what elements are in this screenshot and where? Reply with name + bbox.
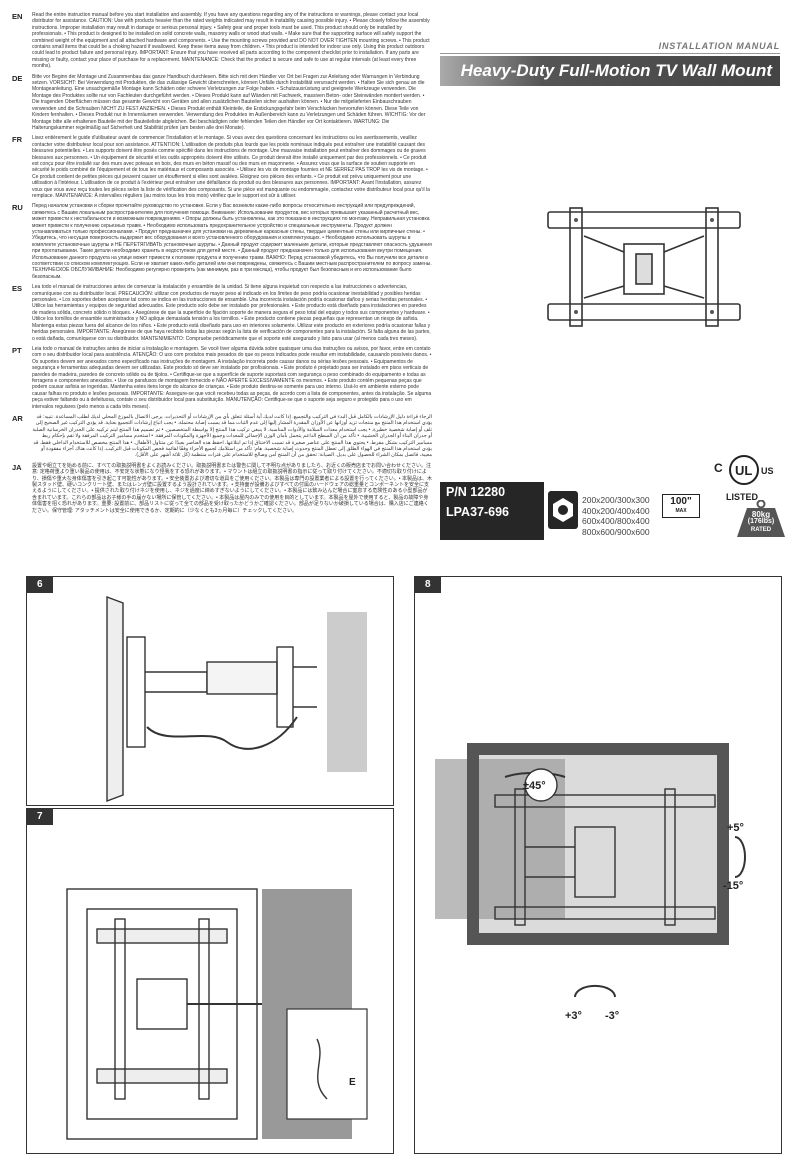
vesa-line: 200x200/300x300 bbox=[582, 495, 650, 505]
vesa-list: 200x200/300x300 400x200/400x400 600x400/… bbox=[582, 495, 658, 537]
part-number: P/N 12280 bbox=[446, 485, 506, 499]
max-label: MAX bbox=[675, 508, 687, 514]
lang-text: Bitte vor Beginn der Montage und Zusamme… bbox=[32, 73, 426, 131]
model-number: LPA37-696 bbox=[446, 505, 509, 519]
install-header: INSTALLATION MANUAL bbox=[440, 36, 780, 54]
level-plus-label: +3° bbox=[565, 1010, 582, 1022]
weight-rated: RATED bbox=[750, 527, 772, 533]
max-screen-size: 100" MAX bbox=[662, 494, 700, 518]
level-minus-label: -3° bbox=[605, 1010, 619, 1022]
install-label: INSTALLATION MANUAL bbox=[440, 41, 780, 54]
weight-icon bbox=[737, 500, 785, 537]
step-number: 8 bbox=[415, 577, 441, 593]
step-number: 6 bbox=[27, 577, 53, 593]
ul-listed-mark: C UL US LISTED bbox=[714, 455, 774, 502]
lang-code: AR bbox=[12, 413, 23, 423]
product-title: Heavy-Duty Full-Motion TV Wall Mount bbox=[440, 56, 780, 86]
lang-block-es: ES Lea todo el manual de instrucciones an… bbox=[12, 284, 432, 342]
rotate-label: ±45° bbox=[523, 780, 546, 792]
step-7-panel: 7 E bbox=[26, 808, 394, 1154]
lang-block-ja: JA 設置や組立てを始める前に、すべての取扱説明書をよくお読みください。取扱説明書… bbox=[12, 463, 432, 514]
vesa-pattern-icon bbox=[548, 491, 578, 529]
lang-text: Read the entire instruction manual befor… bbox=[32, 12, 430, 70]
warnings-column: EN Read the entire instruction manual bef… bbox=[12, 12, 432, 820]
lang-text: Lea todo el manual de instrucciones ante… bbox=[32, 284, 431, 342]
vesa-line: 600x400/800x400 bbox=[582, 516, 650, 526]
callout-e: E bbox=[349, 1077, 356, 1088]
max-size-value: 100" bbox=[670, 496, 692, 507]
lang-code: PT bbox=[12, 345, 22, 355]
step-8-panel: 8 ±45° +5° -15° +3° -3° bbox=[414, 576, 782, 1154]
lang-code: JA bbox=[12, 462, 22, 472]
lang-code: DE bbox=[12, 73, 23, 83]
lang-code: FR bbox=[12, 135, 22, 145]
ul-mark-text: UL bbox=[735, 463, 752, 478]
weight-rating: 80kg (176lbs) RATED bbox=[735, 500, 787, 538]
step-6-illustration bbox=[106, 595, 367, 803]
lang-code: EN bbox=[12, 12, 23, 21]
step-7-illustration: E bbox=[66, 888, 368, 1140]
lang-code: ES bbox=[12, 284, 23, 294]
step-8-illustration: ±45° +5° -15° +3° -3° bbox=[435, 743, 746, 1022]
weight-lbs: (176lbs) bbox=[747, 518, 775, 525]
ul-us-text: US bbox=[761, 466, 774, 476]
lang-block-en: EN Read the entire instruction manual bef… bbox=[12, 12, 432, 70]
lang-text: 設置や組立てを始める前に、すべての取扱説明書をよくお読みください。取扱説明書また… bbox=[32, 462, 432, 514]
ul-c-text: C bbox=[714, 461, 723, 475]
lang-text: Перед началом установки и сборки прочита… bbox=[32, 203, 432, 280]
lang-block-ar: AR الرجاء قراءة دليل الإرشادات بالكامل قب… bbox=[12, 414, 432, 459]
lang-text: الرجاء قراءة دليل الإرشادات بالكامل قبل … bbox=[32, 413, 432, 459]
step-number: 7 bbox=[27, 809, 53, 825]
lang-block-ru: RU Перед началом установки и сборки прочи… bbox=[12, 203, 432, 280]
lang-block-fr: FR Lisez entièrement le guide d'utilisate… bbox=[12, 135, 432, 199]
lang-text: Leia todo o manual de instruções antes d… bbox=[32, 345, 432, 410]
part-number-box: P/N 12280 LPA37-696 bbox=[440, 482, 544, 540]
vesa-line: 400x200/400x400 bbox=[582, 505, 650, 516]
lang-block-pt: PT Leia todo o manual de instruções antes… bbox=[12, 346, 432, 410]
wall-mount-illustration bbox=[547, 207, 741, 327]
weight-kg: 80kg bbox=[751, 510, 771, 519]
vesa-line: 800x600/900x600 bbox=[582, 526, 650, 537]
tilt-minus-label: -15° bbox=[723, 880, 743, 892]
ul-listed-text: LISTED bbox=[726, 492, 759, 502]
lang-code: RU bbox=[12, 203, 23, 213]
tilt-plus-label: +5° bbox=[727, 822, 744, 834]
lang-block-de: DE Bitte vor Beginn der Montage und Zusam… bbox=[12, 74, 432, 132]
step-6-panel: 6 bbox=[26, 576, 394, 806]
lang-text: Lisez entièrement le guide d'utilisateur… bbox=[32, 135, 430, 199]
